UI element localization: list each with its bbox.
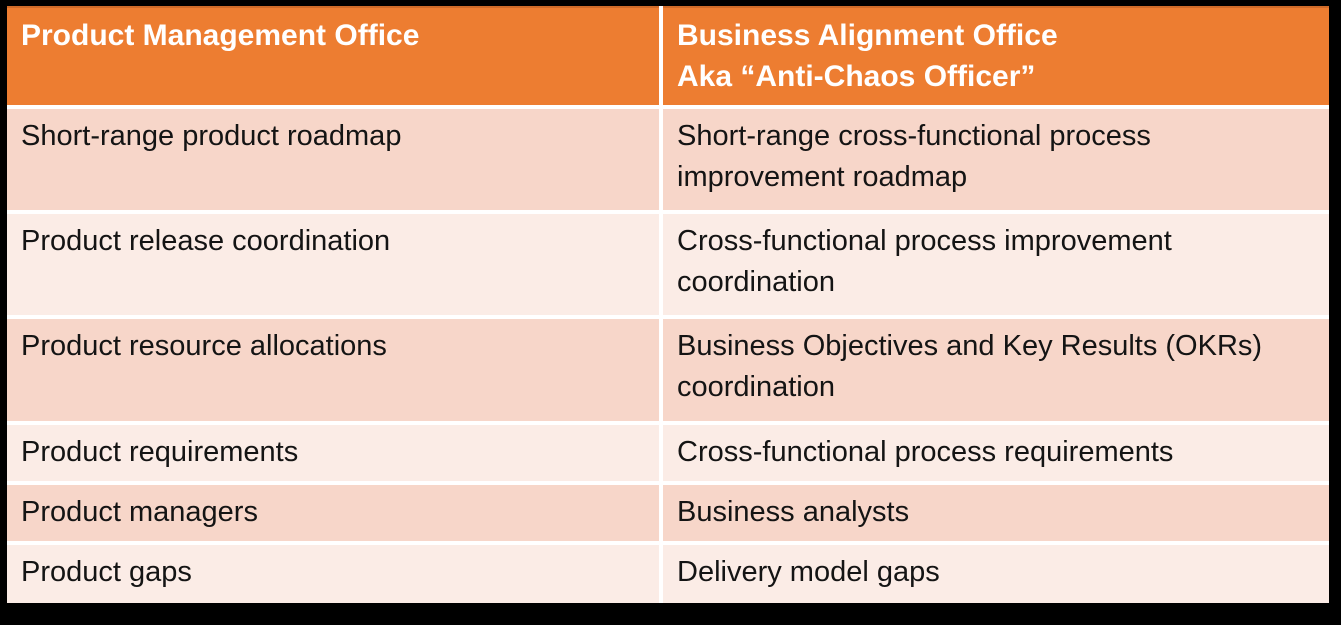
cell-text: Product resource allocations xyxy=(21,330,387,362)
header-left-label: Product Management Office xyxy=(21,19,420,52)
header-cell-business-alignment-office: Business Alignment Office Aka “Anti-Chao… xyxy=(663,6,1329,105)
cell-text: Short-range cross-functional process imp… xyxy=(677,120,1151,194)
cell-text: Cross-functional process improvement coo… xyxy=(677,225,1172,299)
cell-text: Short-range product roadmap xyxy=(21,120,402,152)
table-cell-right-row2: Cross-functional process improvement coo… xyxy=(663,214,1329,315)
table-cell-left-row5: Product managers xyxy=(7,485,659,541)
table-cell-left-row3: Product resource allocations xyxy=(7,319,659,421)
cell-text: Product managers xyxy=(21,496,258,528)
table-cell-right-row4: Cross-functional process requirements xyxy=(663,425,1329,481)
table-cell-left-row4: Product requirements xyxy=(7,425,659,481)
cell-text: Business Objectives and Key Results (OKR… xyxy=(677,330,1263,404)
header-right-line2: Aka “Anti-Chaos Officer” xyxy=(677,60,1036,94)
cell-text: Cross-functional process requirements xyxy=(677,436,1174,468)
cell-text: Delivery model gaps xyxy=(677,556,940,588)
comparison-table: Product Management Office Business Align… xyxy=(7,6,1329,603)
cell-text: Business analysts xyxy=(677,496,910,528)
header-right-line1: Business Alignment Office xyxy=(677,19,1058,52)
cell-text: Product requirements xyxy=(21,436,299,468)
table-cell-right-row6: Delivery model gaps xyxy=(663,545,1329,603)
header-cell-product-management-office: Product Management Office xyxy=(7,6,659,105)
cell-text: Product gaps xyxy=(21,556,192,588)
table-cell-left-row2: Product release coordination xyxy=(7,214,659,315)
cell-text: Product release coordination xyxy=(21,225,391,257)
table-cell-left-row6: Product gaps xyxy=(7,545,659,603)
table-cell-left-row1: Short-range product roadmap xyxy=(7,109,659,210)
table-cell-right-row5: Business analysts xyxy=(663,485,1329,541)
table-cell-right-row1: Short-range cross-functional process imp… xyxy=(663,109,1329,210)
table-cell-right-row3: Business Objectives and Key Results (OKR… xyxy=(663,319,1329,421)
